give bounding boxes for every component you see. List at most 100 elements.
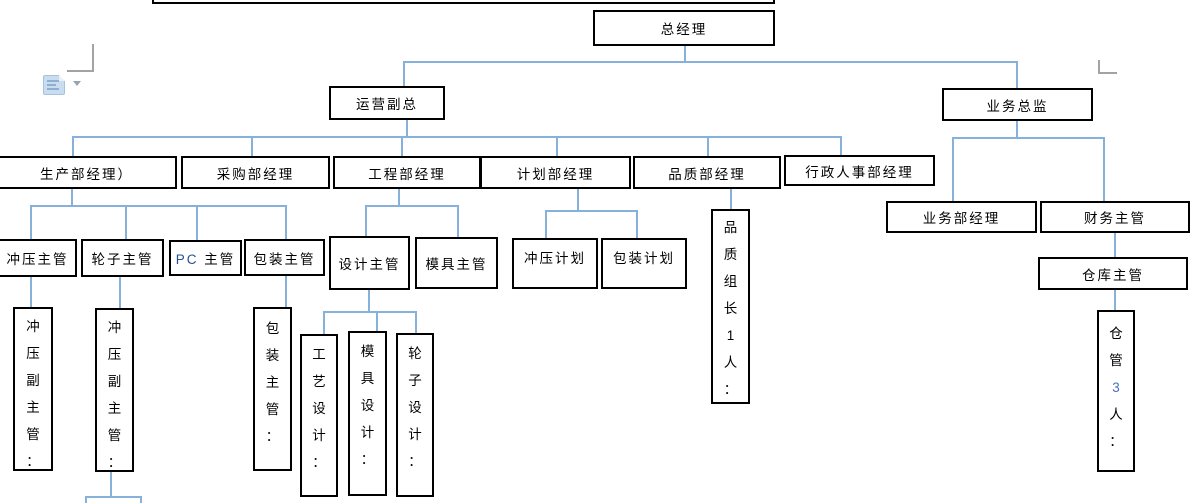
connector-line <box>1016 121 1018 138</box>
node-label: 包装计划 <box>613 251 675 266</box>
connector-line <box>285 205 287 239</box>
org-node-production-manager[interactable]: 生产部经理） <box>0 156 177 189</box>
connector-line <box>365 205 367 236</box>
connector-line <box>140 496 142 503</box>
connector-line <box>251 136 253 156</box>
connector-line <box>556 136 558 156</box>
org-node-warehouse-supervisor[interactable]: 仓库主管 <box>1038 257 1188 290</box>
connector-line <box>119 277 121 308</box>
connector-line <box>952 137 954 201</box>
node-label: 业务部经理 <box>922 211 1001 226</box>
org-node-quality-manager[interactable]: 品质部经理 <box>633 156 781 189</box>
connector-line <box>401 136 403 156</box>
node-label: 冲压计划 <box>524 251 586 266</box>
connector-line <box>1103 137 1105 201</box>
node-label: 行政人事部经理 <box>805 164 914 180</box>
node-label: 采购部经理 <box>216 166 295 182</box>
node-label: 财务主管 <box>1084 211 1146 226</box>
page-margin-corner-right <box>1098 72 1117 74</box>
org-node-stamping-supervisor[interactable]: 冲压主管 <box>0 239 77 277</box>
org-node-stamping-deputy-2[interactable]: 冲压副主管： <box>95 308 134 472</box>
connector-line <box>368 290 370 313</box>
page-margin-corner-left <box>92 44 94 72</box>
connector-line <box>952 137 1105 139</box>
page-margin-corner-right <box>1098 60 1100 74</box>
connector-line <box>840 136 842 155</box>
connector-line <box>577 189 579 211</box>
org-node-packing-supervisor[interactable]: 包装主管 <box>244 239 325 276</box>
connector-line <box>457 205 459 237</box>
connector-line <box>365 205 459 207</box>
node-label: 冲压主管 <box>6 252 69 267</box>
node-label: 业务总监 <box>986 98 1049 114</box>
connector-line <box>72 136 74 156</box>
org-node-mold-designer[interactable]: 模具设计： <box>348 331 387 496</box>
org-node-design-supervisor[interactable]: 设计主管 <box>329 236 410 290</box>
org-node-engineering-manager[interactable]: 工程部经理 <box>333 156 481 189</box>
chevron-down-icon[interactable] <box>73 81 81 86</box>
org-node-planning-manager[interactable]: 计划部经理 <box>480 156 631 189</box>
node-label: 模具主管 <box>425 257 488 272</box>
page-fold-icon <box>59 75 65 81</box>
connector-line <box>730 189 732 209</box>
node-label: 设计主管 <box>338 257 401 272</box>
org-node-wheel-designer[interactable]: 轮子设计： <box>396 333 434 497</box>
connector-line <box>1114 290 1116 310</box>
org-node-mold-supervisor[interactable]: 模具主管 <box>415 237 498 289</box>
org-node-craft-designer[interactable]: 工艺设计： <box>300 334 338 497</box>
org-node-packing-supervisor-detail[interactable]: 包装主管： <box>253 307 292 471</box>
node-label: 计划部经理 <box>516 166 595 182</box>
connector-line <box>398 189 400 206</box>
connector-line <box>323 311 417 313</box>
page-margin-corner-left <box>67 70 94 72</box>
connector-line <box>406 120 408 137</box>
connector-line <box>707 136 709 156</box>
org-node-hr-admin-manager[interactable]: 行政人事部经理 <box>784 155 935 186</box>
node-label: PC 主管 <box>175 252 236 267</box>
node-label: 生产部经理） <box>40 166 133 182</box>
connector-line <box>196 205 198 240</box>
node-label: 工程部经理 <box>368 166 446 182</box>
org-node-wheel-supervisor[interactable]: 轮子主管 <box>81 239 164 277</box>
org-node-purchasing-manager[interactable]: 采购部经理 <box>181 156 330 189</box>
org-node-stamping-planner[interactable]: 冲压计划 <box>512 238 598 289</box>
connector-line <box>403 61 405 86</box>
connector-line <box>110 472 112 498</box>
connector-line <box>403 61 1018 63</box>
connector-line <box>125 205 127 239</box>
connector-line <box>1114 233 1116 257</box>
node-label: 轮子主管 <box>91 252 154 267</box>
connector-line <box>1016 61 1018 88</box>
connector-line <box>415 311 417 333</box>
node-label: 仓库主管 <box>1082 267 1144 283</box>
connector-line <box>285 276 287 307</box>
org-node-stamping-deputy-1[interactable]: 冲压副主管： <box>13 307 53 471</box>
org-node-business-dept-manager[interactable]: 业务部经理 <box>886 201 1037 233</box>
org-node-pc-supervisor[interactable]: PC 主管 <box>169 240 242 276</box>
connector-line <box>30 205 287 207</box>
connector-line <box>30 277 32 307</box>
connector-line <box>85 496 87 503</box>
org-node-finance-supervisor[interactable]: 财务主管 <box>1040 201 1190 233</box>
org-node-packing-planner[interactable]: 包装计划 <box>601 238 687 289</box>
org-node-general-manager[interactable]: 总经理 <box>593 10 775 46</box>
connector-line <box>71 189 73 206</box>
connector-line <box>545 210 638 212</box>
connector-line <box>684 46 686 62</box>
node-label: 品质部经理 <box>668 166 746 182</box>
connector-line <box>30 205 32 239</box>
connector-line <box>545 210 547 238</box>
org-node-business-director[interactable]: 业务总监 <box>942 88 1093 121</box>
connector-line <box>85 496 142 498</box>
paste-options-button[interactable] <box>43 75 65 95</box>
org-node-operations-vp[interactable]: 运营副总 <box>329 86 445 120</box>
connector-line <box>636 210 638 238</box>
connector-line <box>376 311 378 331</box>
node-label: 运营副总 <box>356 97 418 112</box>
connector-line <box>323 311 325 334</box>
connector-line <box>72 136 842 138</box>
org-node-title-cutoff[interactable] <box>152 0 775 4</box>
